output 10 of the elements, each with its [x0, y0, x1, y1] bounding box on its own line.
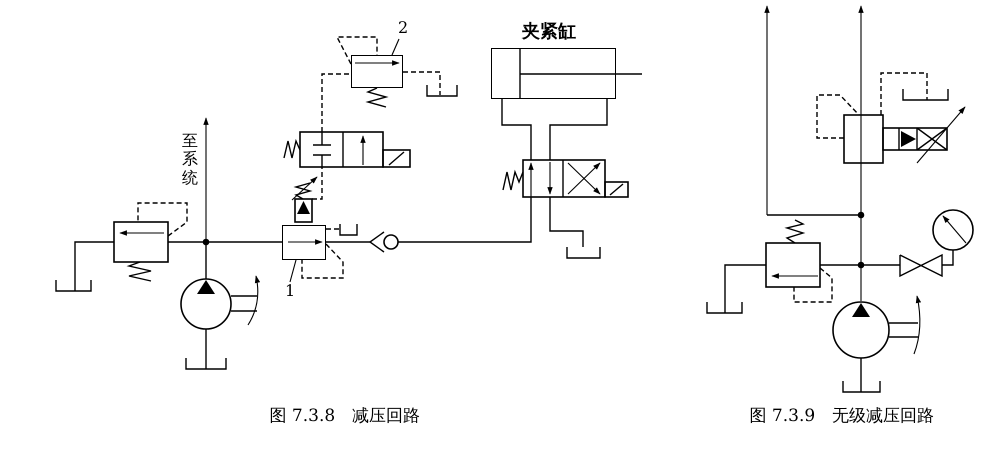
cylinder-label: 夹紧缸 [522, 23, 576, 41]
reducing-valve-body [282, 225, 326, 260]
callout-number: 1 [285, 283, 296, 299]
leader-line [392, 38, 400, 56]
relief-valve-body [351, 55, 403, 88]
leader-line [289, 260, 297, 282]
callout-number: 2 [398, 20, 408, 36]
flow-direction-label: 至系统 [182, 132, 198, 188]
figure-caption: 图 7.3.9 无级减压回路 [750, 408, 934, 425]
figure-caption: 图 7.3.8 减压回路 [270, 408, 420, 425]
